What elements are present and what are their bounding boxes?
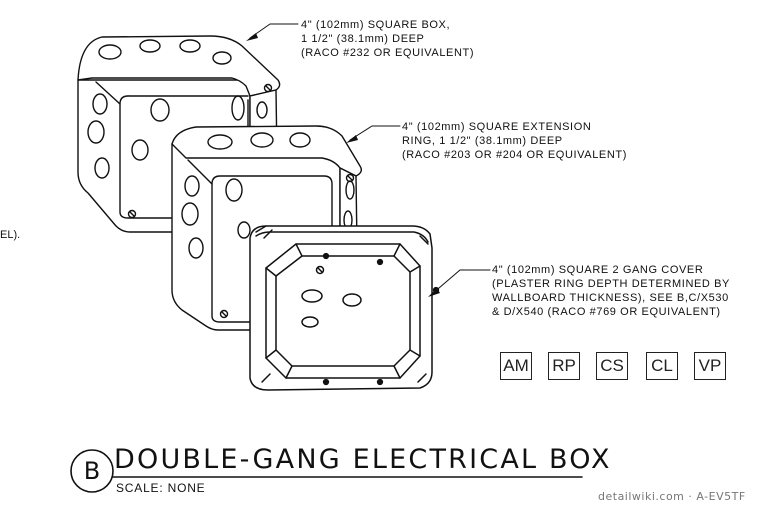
note-line: 1 1/2" (38.1mm) DEEP — [301, 33, 425, 45]
leader-lines — [249, 23, 491, 295]
note-line: WALLBOARD THICKNESS), SEE B,C/X530 — [492, 292, 729, 304]
note-line: 4" (102mm) SQUARE BOX, — [301, 19, 451, 31]
note-line: RING, 1 1/2" (38.1mm) DEEP — [402, 135, 563, 147]
two-gang-cover — [249, 225, 440, 391]
tag-cl[interactable]: CL — [646, 352, 678, 380]
leader-arrowheads — [246, 33, 440, 297]
note-line: 4" (102mm) SQUARE EXTENSION — [402, 121, 592, 133]
detail-scale: SCALE: NONE — [116, 481, 206, 495]
tag-cs[interactable]: CS — [596, 352, 628, 380]
detail-title: DOUBLE-GANG ELECTRICAL BOX — [114, 444, 612, 475]
left-text-fragment: EL). — [0, 229, 21, 241]
leader-box — [249, 23, 299, 39]
note-two-gang-cover: 4" (102mm) SQUARE 2 GANG COVER (PLASTER … — [492, 263, 730, 319]
note-square-box: 4" (102mm) SQUARE BOX, 1 1/2" (38.1mm) D… — [301, 18, 474, 60]
tag-vp[interactable]: VP — [694, 352, 726, 380]
note-line: (RACO #232 OR EQUIVALENT) — [301, 47, 475, 59]
note-line: (RACO #203 OR #204 OR EQUIVALENT) — [402, 149, 627, 161]
note-line: 4" (102mm) SQUARE 2 GANG COVER — [492, 264, 704, 276]
tag-rp[interactable]: RP — [548, 352, 580, 380]
source-credit: detailwiki.com · A-EV5TF — [598, 490, 746, 503]
note-line: & D/X540 (RACO #769 OR EQUIVALENT) — [492, 306, 721, 318]
note-extension-ring: 4" (102mm) SQUARE EXTENSION RING, 1 1/2"… — [402, 120, 627, 162]
leader-cover — [431, 269, 491, 295]
detail-bubble — [70, 449, 114, 493]
detail-letter: B — [83, 457, 101, 485]
note-line: (PLASTER RING DEPTH DETERMINED BY — [492, 278, 730, 290]
leader-extension — [349, 125, 401, 141]
tag-am[interactable]: AM — [500, 352, 532, 380]
